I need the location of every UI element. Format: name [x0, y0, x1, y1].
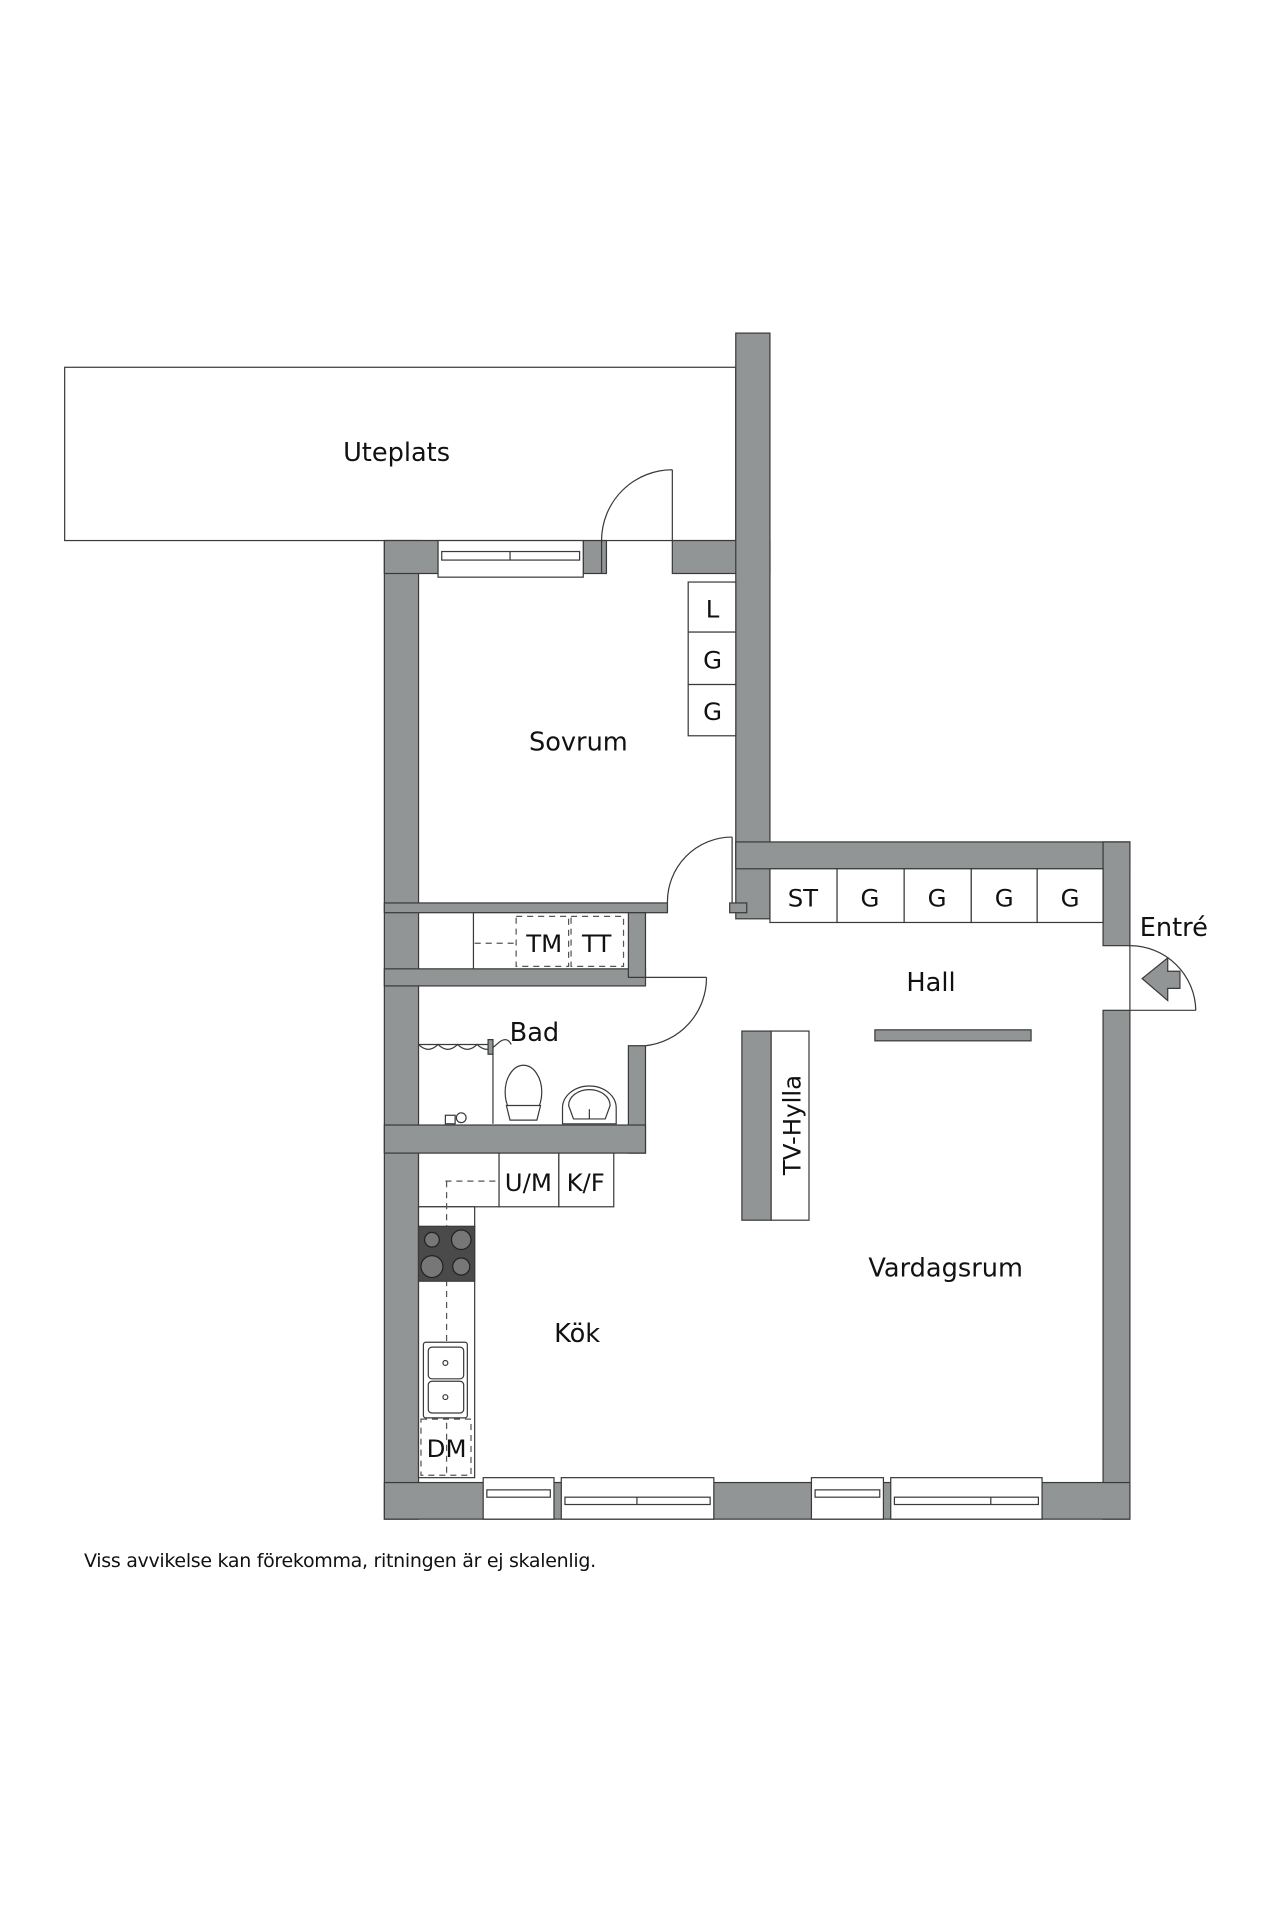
- laundry-label-tm: TM: [525, 929, 562, 958]
- wall-sovrum-top-mid: [582, 539, 608, 575]
- wall-bad-bottom: [383, 1124, 647, 1154]
- kitchen-top-units: [417, 1152, 615, 1208]
- entrance-arrow-icon: [1141, 956, 1181, 1002]
- hall-wardrobe-label: G: [861, 884, 880, 913]
- room-label-sovrum: Sovrum: [529, 727, 628, 757]
- kitchen-label-kf: K/F: [567, 1168, 605, 1197]
- wall-right-lower: [1102, 1009, 1131, 1520]
- hall-wardrobe-label: G: [1061, 884, 1080, 913]
- sink-icon: [561, 1085, 617, 1125]
- wall-bad-right-upper: [627, 912, 647, 978]
- wall-hall-top: [735, 841, 1131, 870]
- hall-wardrobe-label: G: [928, 884, 947, 913]
- tv-shelf-label: TV-Hylla: [777, 1075, 806, 1176]
- dishwasher-label: DM: [427, 1434, 467, 1463]
- door-bad: [645, 976, 708, 1047]
- uteplats-area: [64, 366, 737, 542]
- wardrobe-label: G: [703, 697, 722, 726]
- wall-bad-top: [383, 968, 647, 987]
- room-label-bad: Bad: [510, 1018, 560, 1048]
- door-entre: [1129, 945, 1197, 1011]
- wall-left: [383, 539, 420, 1520]
- room-label-vardagsrum: Vardagsrum: [868, 1253, 1023, 1283]
- tv-shelf: [741, 1030, 810, 1221]
- door-sovrum: [666, 836, 733, 903]
- bath-items-icon: [444, 1112, 467, 1125]
- wall-right-upper: [1102, 841, 1131, 947]
- window-kok: [482, 1477, 555, 1520]
- hall-wardrobe-label: G: [995, 884, 1014, 913]
- wall-sovrum-bottom: [383, 902, 669, 914]
- wall-sovrum-right: [735, 332, 771, 920]
- room-label-hall: Hall: [906, 968, 955, 998]
- window-vardagsrum-2: [890, 1477, 1043, 1520]
- hall-wardrobes: [769, 868, 1104, 924]
- window-sovrum: [437, 539, 584, 578]
- room-label-entre: Entré: [1140, 913, 1208, 943]
- wall-divider: [874, 1029, 1032, 1042]
- wall-sovrum-top-left: [383, 539, 439, 575]
- door-uteplats: [600, 469, 673, 574]
- laundry-label-tt: TT: [581, 929, 611, 958]
- stove-icon: [417, 1225, 476, 1282]
- toilet-icon: [504, 1064, 543, 1121]
- shower-curtain: [418, 1039, 512, 1124]
- wardrobe-label: L: [706, 594, 720, 623]
- window-vardagsrum-1: [810, 1477, 885, 1520]
- window-kok-2: [560, 1477, 715, 1520]
- kitchen-label-um: U/M: [505, 1168, 552, 1197]
- hall-wardrobe-label: ST: [788, 884, 818, 913]
- kitchen-sink-icon: [422, 1341, 468, 1419]
- laundry-units: [472, 912, 630, 970]
- room-label-kok: Kök: [554, 1319, 600, 1349]
- dishwasher: [420, 1418, 472, 1476]
- room-label-uteplats: Uteplats: [343, 438, 450, 468]
- wardrobe-label: G: [703, 646, 722, 675]
- sovrum-wardrobes: [687, 581, 737, 737]
- wall-sovrum-bottom-stub: [729, 902, 748, 914]
- disclaimer-footnote: Viss avvikelse kan förekomma, ritningen …: [84, 1550, 596, 1572]
